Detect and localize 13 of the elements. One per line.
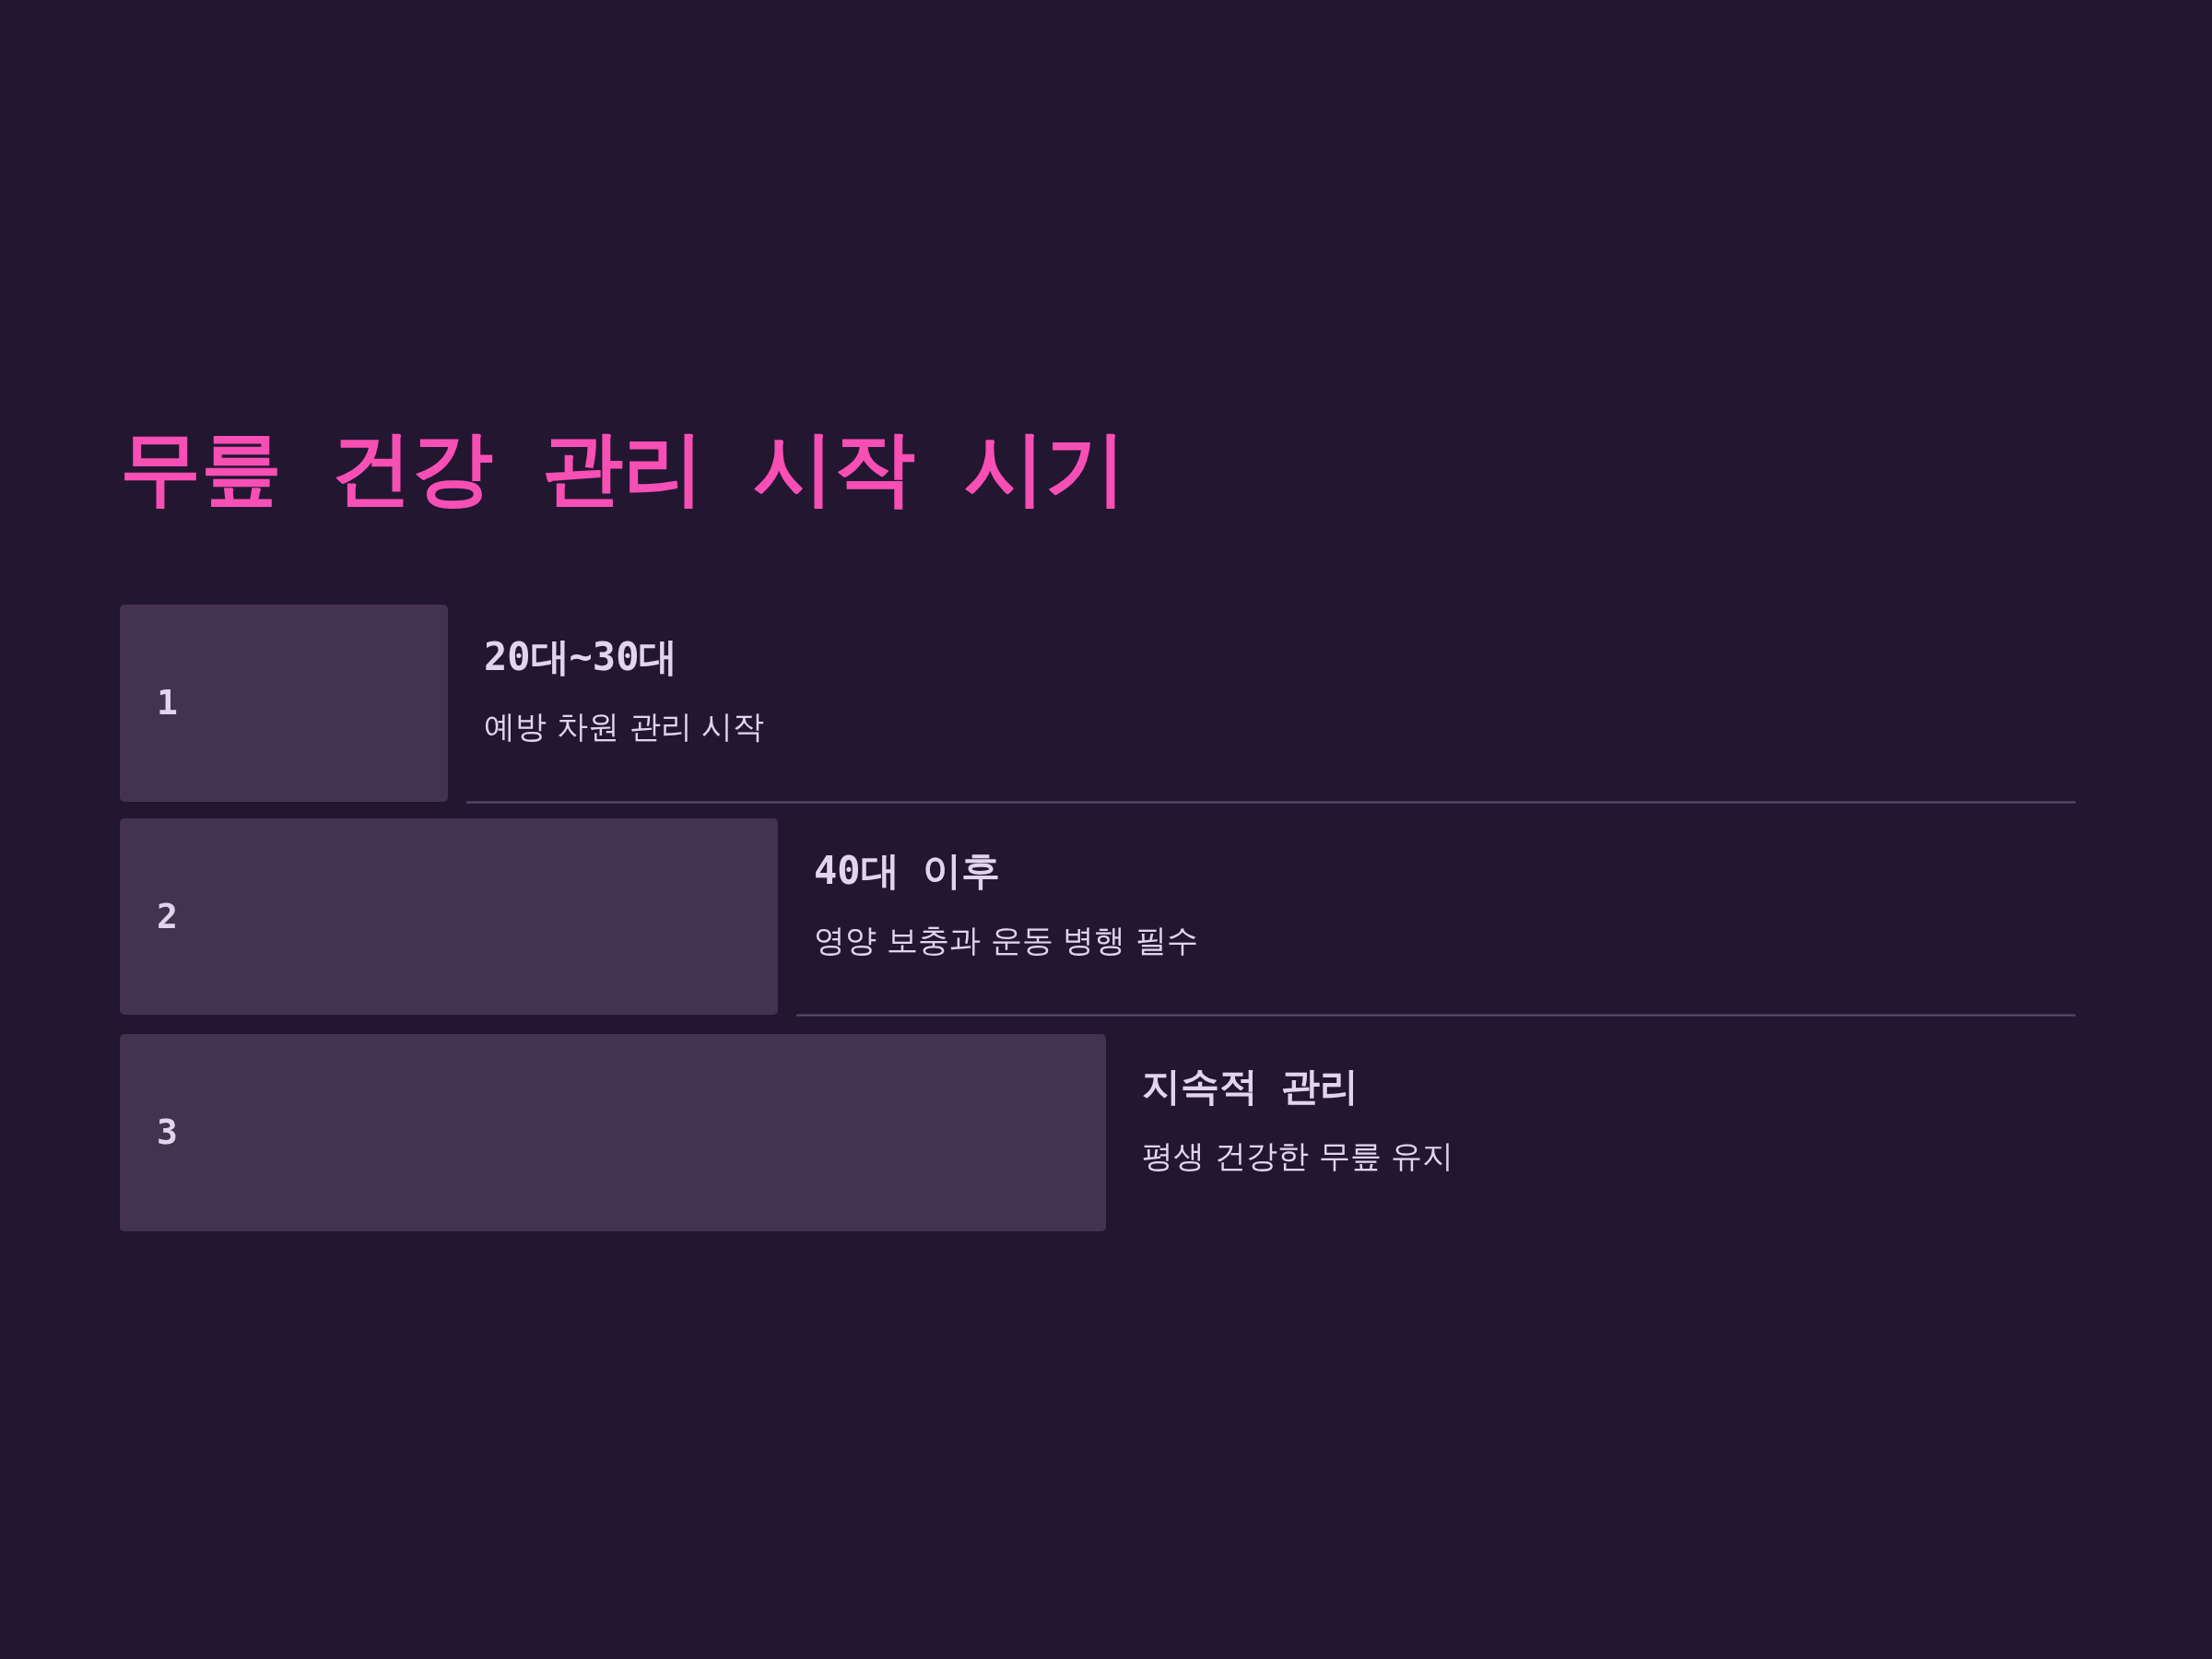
step-heading: 20대~30대: [484, 634, 678, 681]
step-description: 평생 건강한 무릎 유지: [1142, 1137, 1454, 1175]
step-description: 영양 보충과 운동 병행 필수: [814, 922, 1199, 959]
step-bar: [120, 818, 778, 1015]
step-number: 1: [157, 682, 178, 724]
step-description: 예방 차원 관리 시작: [484, 708, 765, 746]
step-bar: [120, 605, 448, 802]
step-heading: 지속적 관리: [1142, 1064, 1359, 1111]
step-heading: 40대 이후: [814, 848, 1000, 895]
title: 무릎 건강 관리 시작 시기: [120, 419, 1126, 517]
step-number: 3: [157, 1112, 178, 1154]
step-bar: [120, 1034, 1106, 1231]
step-number: 2: [157, 895, 178, 938]
